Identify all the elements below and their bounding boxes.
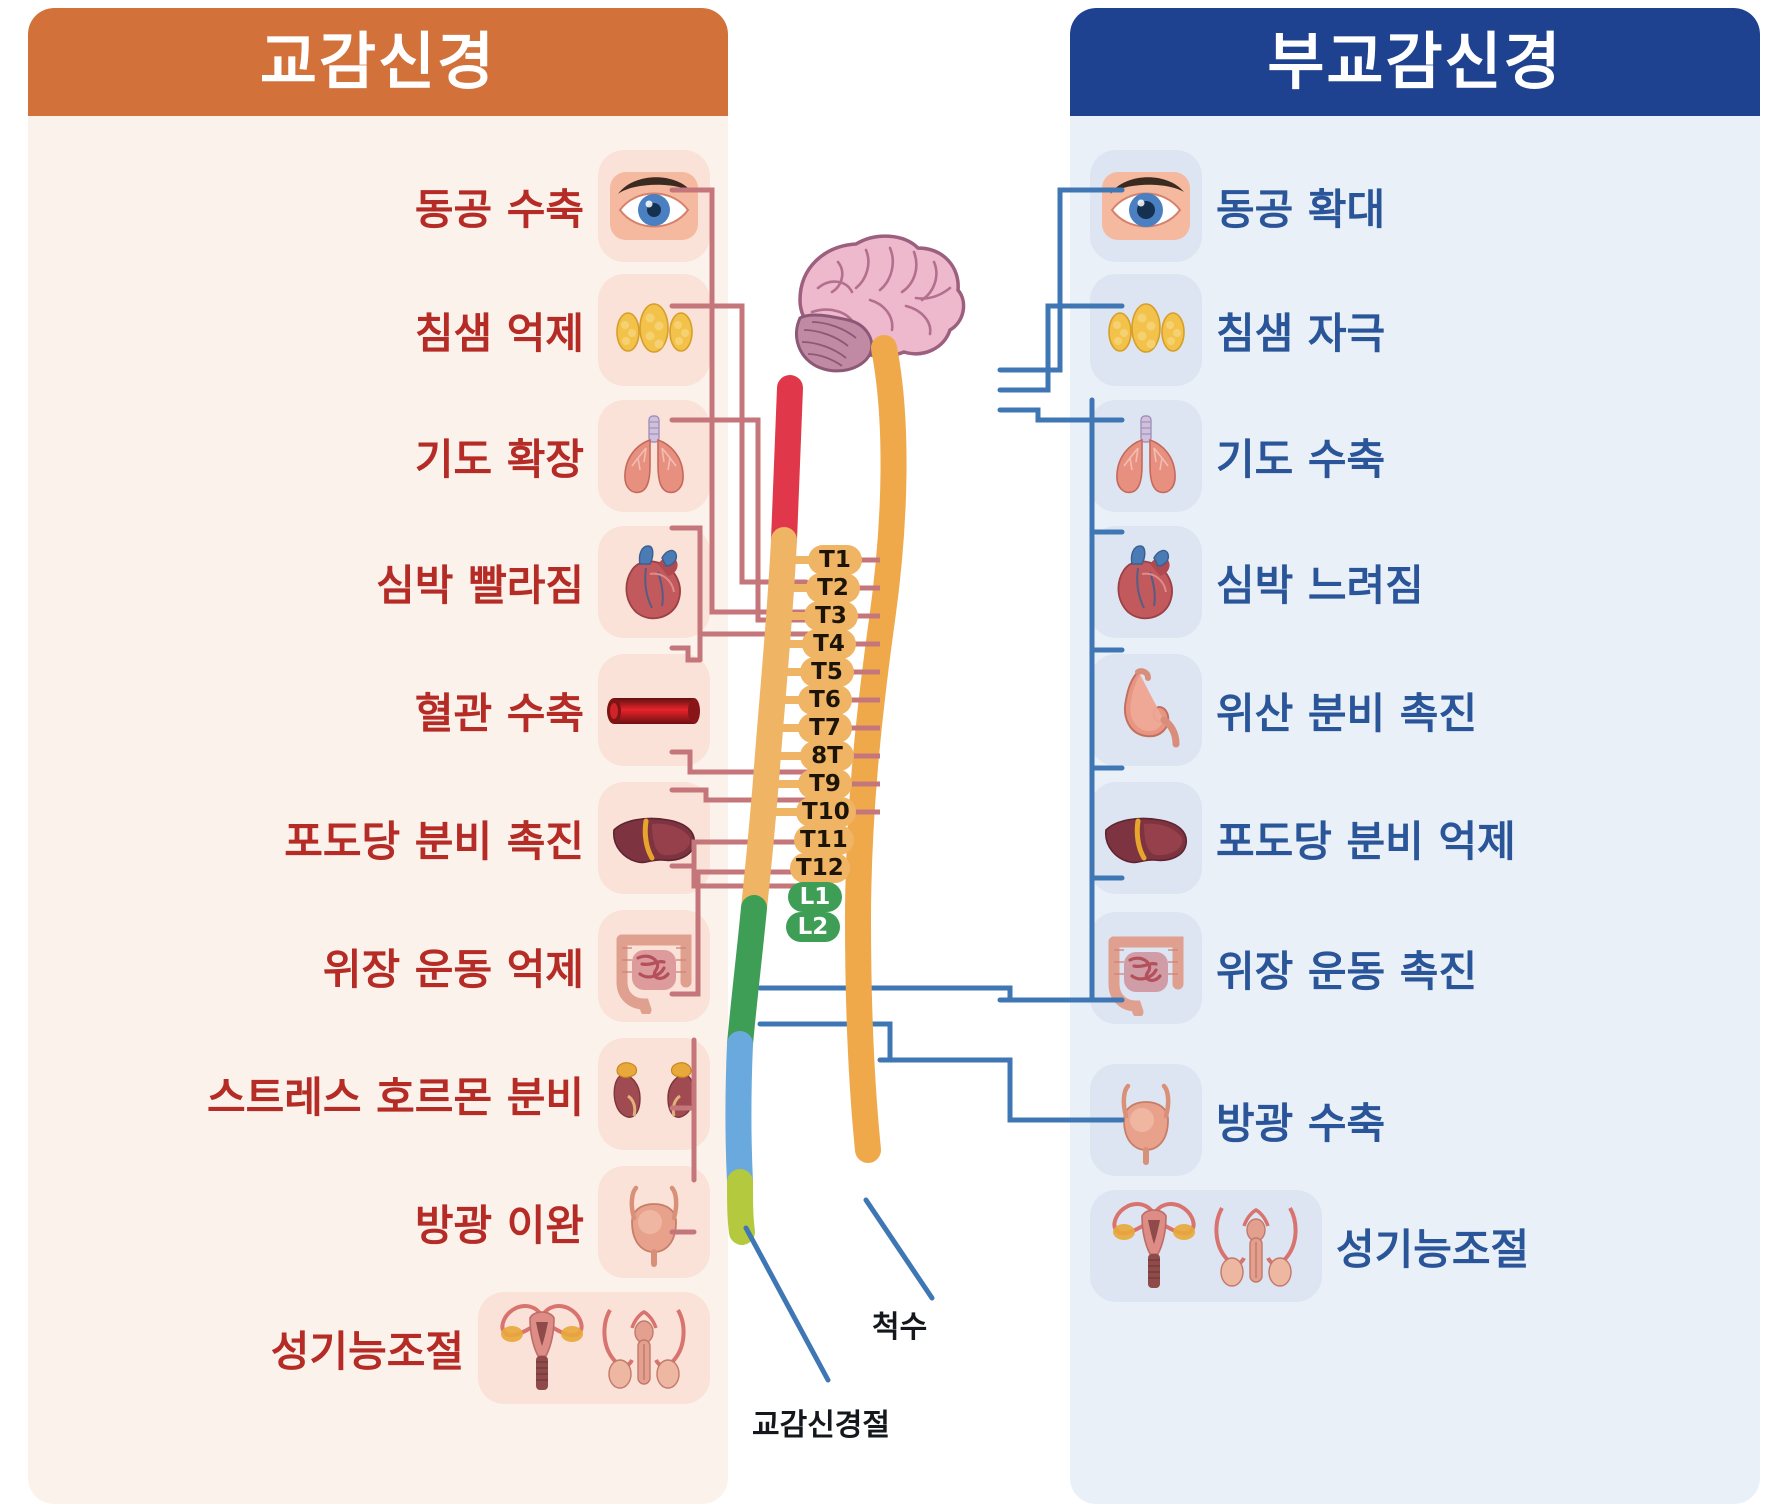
- vertebra-label-l2: L2: [786, 912, 840, 942]
- sympathetic-label-heart: 심박 빨라짐: [376, 560, 584, 610]
- parasympathetic-label-stomach: 위산 분비 촉진: [1216, 688, 1478, 738]
- parasympathetic-row-stomach[interactable]: 위산 분비 촉진: [1090, 648, 1477, 772]
- sympathetic-label-intestines: 위장 운동 억제: [322, 944, 584, 994]
- vertebra-label-t9: T9: [798, 769, 852, 799]
- vertebra-label-t11: T11: [794, 825, 854, 855]
- parasympathetic-row-pupil[interactable]: 동공 확대: [1090, 144, 1385, 268]
- sympathetic-row-heart[interactable]: 심박 빨라짐: [376, 520, 710, 644]
- parasympathetic-panel-header: 부교감신경: [1070, 8, 1760, 116]
- parasympathetic-title: 부교감신경: [1267, 25, 1563, 98]
- salivary-gland-icon: [598, 274, 710, 386]
- vertebra-label-t7: T7: [798, 713, 852, 743]
- sympathetic-rows: 동공 수축 침샘 억제: [28, 116, 728, 1504]
- vertebra-label-t6: T6: [798, 685, 852, 715]
- eye-icon: [1090, 150, 1202, 262]
- sympathetic-row-salivary[interactable]: 침샘 억제: [415, 268, 710, 392]
- sympathetic-label-adrenal: 스트레스 호르몬 분비: [206, 1072, 584, 1122]
- sympathetic-label-salivary: 침샘 억제: [414, 308, 584, 358]
- sympathetic-label-reproductive: 성기능조절: [270, 1326, 464, 1376]
- vertebra-label-t5: T5: [800, 657, 854, 687]
- intestines-icon: [1090, 912, 1202, 1024]
- vertebra-label-t3: T3: [804, 601, 858, 631]
- vertebra-label-l1: L1: [788, 882, 842, 912]
- sympathetic-row-vessel[interactable]: 혈관 수축: [415, 648, 710, 772]
- callout-leader-lines: [743, 1197, 935, 1383]
- callout-sympathetic-ganglion: 교감신경절: [752, 1408, 890, 1443]
- liver-icon: [598, 782, 710, 894]
- eye-icon: [598, 150, 710, 262]
- brain-icon: [795, 234, 966, 373]
- parasympathetic-label-liver: 포도당 분비 억제: [1216, 816, 1516, 866]
- liver-icon: [1090, 782, 1202, 894]
- parasympathetic-label-reproductive: 성기능조절: [1336, 1224, 1530, 1274]
- sympathetic-row-liver[interactable]: 포도당 분비 촉진: [284, 776, 710, 900]
- adrenal-kidney-icon: [598, 1038, 710, 1150]
- lungs-icon: [1090, 400, 1202, 512]
- parasympathetic-row-heart[interactable]: 심박 느려짐: [1090, 520, 1424, 644]
- parasympathetic-row-bladder[interactable]: 방광 수축: [1090, 1058, 1385, 1182]
- sympathetic-row-pupil[interactable]: 동공 수축: [415, 144, 710, 268]
- bladder-icon: [598, 1166, 710, 1278]
- heart-icon: [1090, 526, 1202, 638]
- parasympathetic-label-pupil: 동공 확대: [1216, 184, 1386, 234]
- sympathetic-label-pupil: 동공 수축: [414, 184, 584, 234]
- salivary-gland-icon: [1090, 274, 1202, 386]
- stomach-icon: [1090, 654, 1202, 766]
- parasympathetic-label-bladder: 방광 수축: [1216, 1098, 1386, 1148]
- vagus-nerve-icon: [844, 335, 907, 1163]
- parasympathetic-row-liver[interactable]: 포도당 분비 억제: [1090, 776, 1516, 900]
- parasympathetic-panel: 부교감신경 동공 확대: [1070, 8, 1760, 1504]
- parasympathetic-label-airway: 기도 수축: [1216, 434, 1386, 484]
- parasympathetic-label-salivary: 침샘 자극: [1216, 308, 1386, 358]
- parasympathetic-row-airway[interactable]: 기도 수축: [1090, 394, 1385, 518]
- parasympathetic-row-salivary[interactable]: 침샘 자극: [1090, 268, 1385, 392]
- sympathetic-panel-header: 교감신경: [28, 8, 728, 116]
- vertebra-label-t8: 8T: [800, 741, 854, 771]
- sympathetic-row-airway[interactable]: 기도 확장: [415, 394, 710, 518]
- bladder-icon: [1090, 1064, 1202, 1176]
- sympathetic-row-reproductive[interactable]: 성기능조절: [271, 1286, 710, 1410]
- vertebra-label-t4: T4: [802, 629, 856, 659]
- callout-spinal-cord: 척수: [872, 1310, 928, 1345]
- blood-vessel-icon: [598, 654, 710, 766]
- reproductive-organs-icon: [1090, 1190, 1322, 1302]
- parasympathetic-label-intestines: 위장 운동 촉진: [1216, 946, 1478, 996]
- parasympathetic-rows: 동공 확대 침샘 자극: [1070, 116, 1760, 1504]
- intestines-icon: [598, 910, 710, 1022]
- vertebra-label-t10: T10: [796, 797, 856, 827]
- sympathetic-label-liver: 포도당 분비 촉진: [284, 816, 584, 866]
- sympathetic-label-airway: 기도 확장: [414, 434, 584, 484]
- vertebra-label-t1: T1: [808, 545, 862, 575]
- sympathetic-row-adrenal[interactable]: 스트레스 호르몬 분비: [207, 1032, 710, 1156]
- parasympathetic-row-reproductive[interactable]: 성기능조절: [1090, 1184, 1529, 1308]
- lungs-icon: [598, 400, 710, 512]
- sympathetic-label-vessel: 혈관 수축: [414, 688, 584, 738]
- sympathetic-row-intestines[interactable]: 위장 운동 억제: [323, 904, 710, 1028]
- parasympathetic-row-intestines[interactable]: 위장 운동 촉진: [1090, 906, 1477, 1030]
- spinal-cord-icon: [725, 375, 803, 1245]
- sympathetic-panel: 교감신경 동공 수축 침샘 억제: [28, 8, 728, 1504]
- vertebra-label-t2: T2: [806, 573, 860, 603]
- heart-icon: [598, 526, 710, 638]
- reproductive-organs-icon: [478, 1292, 710, 1404]
- sympathetic-row-bladder[interactable]: 방광 이완: [415, 1160, 710, 1284]
- sympathetic-label-bladder: 방광 이완: [414, 1200, 584, 1250]
- parasympathetic-label-heart: 심박 느려짐: [1216, 560, 1424, 610]
- vertebra-label-t12: T12: [790, 853, 850, 883]
- sympathetic-title: 교감신경: [259, 25, 497, 98]
